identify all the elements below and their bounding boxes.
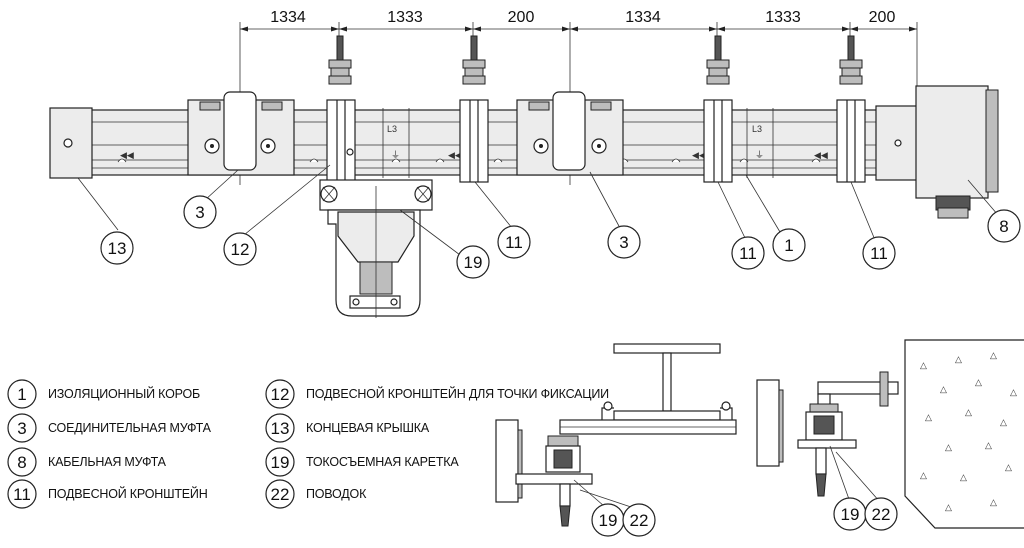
callout-11-c: 11 <box>862 236 896 270</box>
svg-text:ПОДВЕСНОЙ КРОНШТЕЙН: ПОДВЕСНОЙ КРОНШТЕЙН <box>48 486 208 501</box>
svg-text:КАБЕЛЬНАЯ МУФТА: КАБЕЛЬНАЯ МУФТА <box>48 455 167 469</box>
dimension-chain: 1334 1333 200 1334 1333 200 <box>239 9 918 185</box>
callout-12: 12 <box>223 232 257 266</box>
hanger-bracket-12 <box>326 35 356 183</box>
hanger-bracket-11-a <box>459 35 489 183</box>
svg-text:△: △ <box>955 354 962 364</box>
svg-text:△: △ <box>990 497 997 507</box>
svg-text:◀◀: ◀◀ <box>814 150 828 160</box>
svg-text:19: 19 <box>599 511 618 530</box>
svg-text:△: △ <box>975 377 982 387</box>
legend-item-12: 12 ПОДВЕСНОЙ КРОНШТЕЙН ДЛЯ ТОЧКИ ФИКСАЦИИ <box>265 379 609 409</box>
busbar-assembly: ◀◀ ◀◀ ◀◀ ◀◀ <box>49 35 999 318</box>
svg-text:СОЕДИНИТЕЛЬНАЯ МУФТА: СОЕДИНИТЕЛЬНАЯ МУФТА <box>48 421 212 435</box>
svg-text:1: 1 <box>17 385 26 404</box>
legend-item-22: 22 ПОВОДОК <box>265 479 367 509</box>
svg-text:11: 11 <box>505 233 523 252</box>
callout-8: 8 <box>987 209 1021 243</box>
dim-3: 200 <box>508 9 535 26</box>
coupling-right <box>516 91 624 176</box>
svg-text:ПОДВЕСНОЙ КРОНШТЕЙН ДЛЯ ТОЧКИ: ПОДВЕСНОЙ КРОНШТЕЙН ДЛЯ ТОЧКИ ФИКСАЦИИ <box>306 386 609 401</box>
section-wall-mount: △ △ △ △ △ △ △ △ △ △ △ △ △ △ △ △ <box>756 339 1024 529</box>
cable-box <box>875 85 999 219</box>
callout-11-b: 11 <box>731 236 765 270</box>
callout-11-a: 11 <box>497 225 531 259</box>
callout-3-left: 3 <box>183 195 217 229</box>
legend-item-8: 8 КАБЕЛЬНАЯ МУФТА <box>7 447 167 477</box>
current-collector-carriage <box>319 179 433 318</box>
callout-22-ibeam: 22 <box>622 503 656 537</box>
callouts-bottom: 19 22 19 22 <box>591 497 898 537</box>
svg-text:△: △ <box>940 384 947 394</box>
svg-text:△: △ <box>945 442 952 452</box>
svg-text:11: 11 <box>739 244 757 263</box>
svg-text:△: △ <box>920 360 927 370</box>
svg-text:КОНЦЕВАЯ КРЫШКА: КОНЦЕВАЯ КРЫШКА <box>306 421 430 435</box>
svg-text:△: △ <box>1010 387 1017 397</box>
svg-text:1: 1 <box>784 236 793 255</box>
svg-text:22: 22 <box>630 511 649 530</box>
callouts-top: 13 3 12 19 11 3 11 1 11 8 <box>100 195 1021 279</box>
coupling-left <box>187 91 295 176</box>
svg-text:19: 19 <box>271 453 290 472</box>
svg-text:⏚: ⏚ <box>391 150 400 160</box>
svg-text:△: △ <box>985 440 992 450</box>
legend-item-3: 3 СОЕДИНИТЕЛЬНАЯ МУФТА <box>7 413 212 443</box>
svg-text:ИЗОЛЯЦИОННЫЙ КОРОБ: ИЗОЛЯЦИОННЫЙ КОРОБ <box>48 386 200 401</box>
dim-4: 1334 <box>625 9 661 26</box>
section-ibeam-mount <box>495 343 737 527</box>
svg-text:11: 11 <box>13 485 31 504</box>
svg-text:12: 12 <box>231 240 250 259</box>
svg-text:3: 3 <box>17 419 26 438</box>
l3-label-right: L3 <box>752 124 762 134</box>
svg-text:△: △ <box>960 472 967 482</box>
hanger-bracket-11-c <box>836 35 866 183</box>
svg-text:22: 22 <box>271 485 290 504</box>
svg-text:△: △ <box>925 412 932 422</box>
svg-text:22: 22 <box>872 505 891 524</box>
svg-text:3: 3 <box>195 203 204 222</box>
svg-text:19: 19 <box>464 253 483 272</box>
callout-13: 13 <box>100 231 134 265</box>
svg-text:△: △ <box>965 407 972 417</box>
dim-2: 1333 <box>387 9 423 26</box>
dim-6: 200 <box>869 9 896 26</box>
dim-5: 1333 <box>765 9 801 26</box>
l3-label-left: L3 <box>387 124 397 134</box>
svg-text:13: 13 <box>271 419 290 438</box>
svg-text:△: △ <box>1005 462 1012 472</box>
end-cap <box>49 107 93 179</box>
callout-22-wall: 22 <box>864 497 898 531</box>
callout-19-wall: 19 <box>833 497 867 531</box>
svg-text:△: △ <box>1000 417 1007 427</box>
legend-item-19: 19 ТОКОСЪЕМНАЯ КАРЕТКА <box>265 447 460 477</box>
svg-text:8: 8 <box>999 217 1008 236</box>
callout-1: 1 <box>772 228 806 262</box>
svg-text:ТОКОСЪЕМНАЯ КАРЕТКА: ТОКОСЪЕМНАЯ КАРЕТКА <box>306 455 459 469</box>
svg-text:◀◀: ◀◀ <box>692 150 706 160</box>
svg-text:ПОВОДОК: ПОВОДОК <box>306 487 367 501</box>
dim-1: 1334 <box>270 9 306 26</box>
hanger-bracket-11-b <box>703 35 733 183</box>
svg-text:◀◀: ◀◀ <box>448 150 462 160</box>
svg-text:△: △ <box>990 350 997 360</box>
callout-19-ibeam: 19 <box>591 503 625 537</box>
legend-item-13: 13 КОНЦЕВАЯ КРЫШКА <box>265 413 430 443</box>
callout-19: 19 <box>456 245 490 279</box>
legend: 1 ИЗОЛЯЦИОННЫЙ КОРОБ 3 СОЕДИНИТЕЛЬНАЯ МУФТ… <box>7 379 609 509</box>
svg-text:19: 19 <box>841 505 860 524</box>
svg-text:12: 12 <box>271 385 290 404</box>
svg-text:△: △ <box>920 470 927 480</box>
svg-text:13: 13 <box>108 239 127 258</box>
legend-item-11: 11 ПОДВЕСНОЙ КРОНШТЕЙН <box>7 479 208 509</box>
svg-text:◀◀: ◀◀ <box>120 150 134 160</box>
svg-text:△: △ <box>945 502 952 512</box>
legend-item-1: 1 ИЗОЛЯЦИОННЫЙ КОРОБ <box>7 379 200 409</box>
svg-text:3: 3 <box>619 233 628 252</box>
svg-text:11: 11 <box>870 244 888 263</box>
callout-3-right: 3 <box>607 225 641 259</box>
svg-text:8: 8 <box>17 453 26 472</box>
svg-text:⏚: ⏚ <box>755 150 764 160</box>
